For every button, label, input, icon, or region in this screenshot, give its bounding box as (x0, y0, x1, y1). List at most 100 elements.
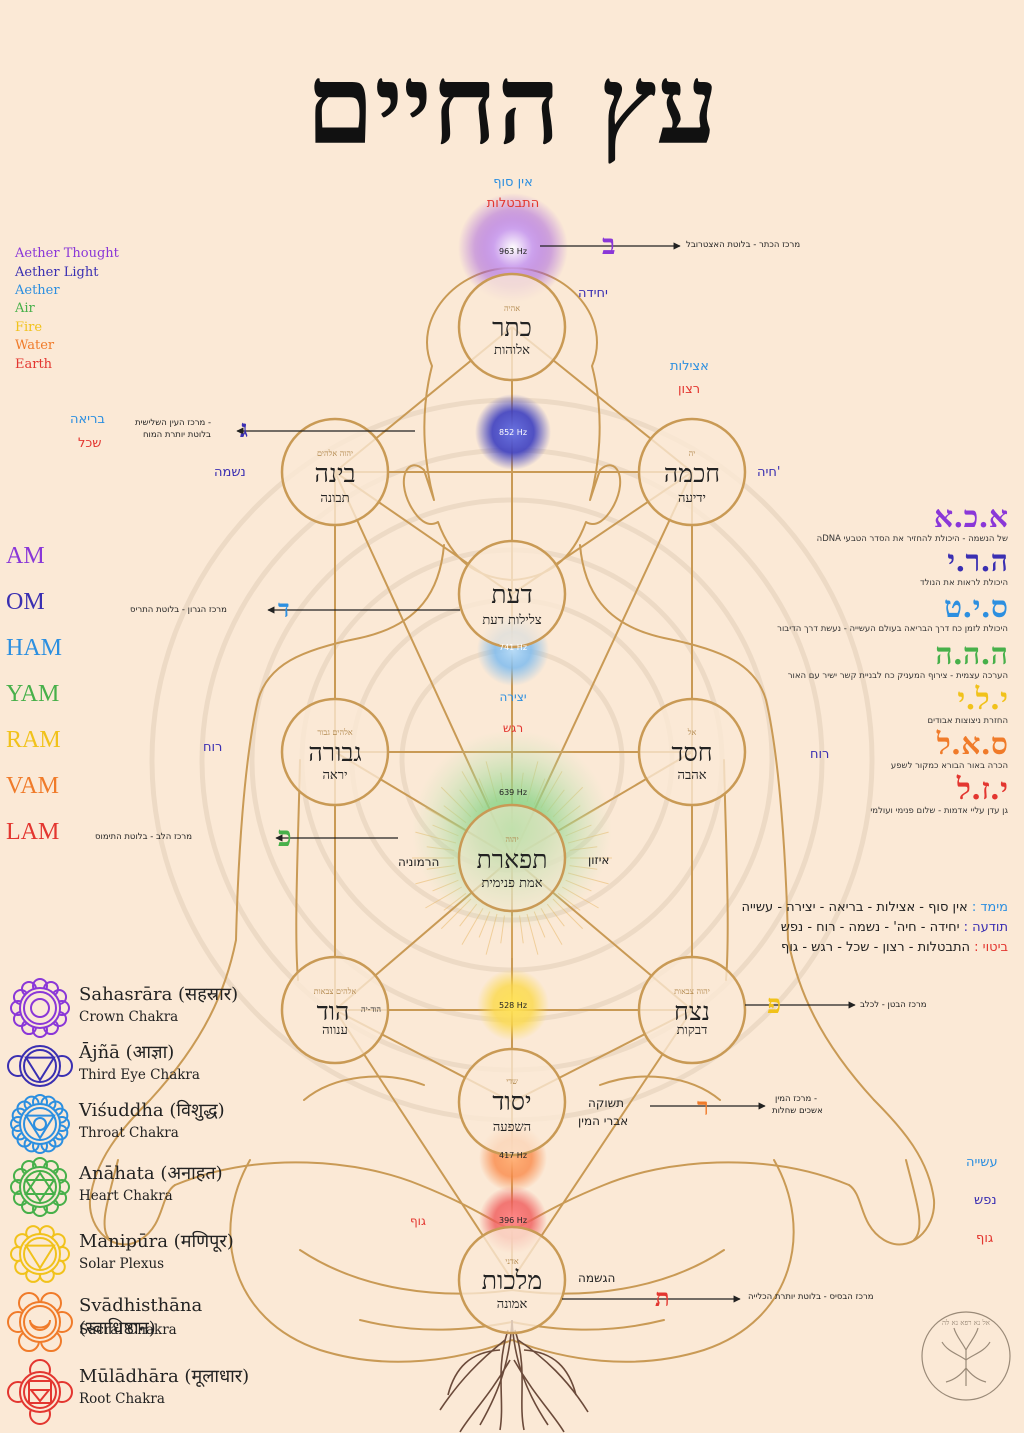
legend-label-expression: ביטוי : (974, 940, 1008, 955)
chesed-sub: אהבה (677, 768, 706, 783)
sexual-letter: ר (697, 1092, 709, 1121)
ruach-right-label: רוח (810, 747, 830, 762)
ratzon-label: רצון (678, 382, 701, 397)
teshuka-label: תשוקה (588, 1096, 625, 1110)
legend-label-dimension: מימד : (971, 900, 1008, 915)
ein-sof-label: אין סוף (493, 175, 533, 190)
chesed-circle (637, 697, 747, 807)
keter-name: כתר (492, 313, 532, 342)
netzach-circle (637, 955, 747, 1065)
mantra-am: AM (6, 543, 45, 569)
chakra-row-solar: Manipūra (मणिपूर) Solar Plexus (8, 1225, 268, 1291)
crown-glow (458, 193, 568, 303)
root-note: מרכז הבסיס - בלוטת יותרת הכלייה (748, 1292, 874, 1302)
legend-label-consciousness: תודעה : (963, 920, 1008, 935)
chakra-row-throat: Viśuddha (विशुद्ध) Throat Chakra (8, 1094, 268, 1160)
freq-963: 963 Hz (499, 247, 527, 256)
heart-note: מרכז הלב - בלוטת התימוס (95, 832, 192, 842)
chesed-name: חסד (671, 738, 712, 767)
legend-line-dimension: מימד : אין סוף - אצילות - בריאה - יצירה … (742, 900, 1008, 915)
harmonia-label: הרמוניה (398, 855, 440, 869)
freq-417: 417 Hz (499, 1151, 527, 1160)
freq-396: 396 Hz (499, 1216, 527, 1225)
element-fire: Fire (15, 320, 43, 335)
netzach-divine: יהוה צבאות (674, 987, 710, 996)
third-eye-note-2: בלוטת יותרת המוח (143, 430, 211, 440)
daat-name: דעת (491, 580, 532, 609)
chakra-row-sacral: Svādhisthāna (स्वाधिष्ठान) Sacral Chakra (8, 1291, 268, 1357)
yesod-name: יסוד (492, 1087, 531, 1116)
chochmah-divine: יה (689, 449, 696, 458)
chakra-name: Mūlādhāra (मूलाधार) (79, 1366, 250, 1387)
yesod-sub: השפעה (493, 1120, 531, 1135)
roots (439, 1319, 589, 1433)
crown-chakra-icon (10, 978, 70, 1038)
tiferet-name: תפארת (477, 845, 548, 874)
navel-note: מרכז הבטן - לכלב (860, 1000, 927, 1010)
legend-line-consciousness: תודעה : יחידה - חיה' - נשמה - רוח - נפש (781, 920, 1008, 935)
name-hhh: ה.ה.ה הערכה עצמית - צירוף המעניק כח לבני… (787, 637, 1008, 682)
chakra-english: Throat Chakra (79, 1125, 179, 1141)
gevurah-name: גבורה (308, 738, 361, 767)
binah-sub: תבונה (320, 491, 349, 506)
chakra-name: Manipūra (मणिपूर) (79, 1231, 234, 1252)
heart-chakra-icon (10, 1157, 70, 1217)
chakra-row-heart: Anāhata (अनाहत) Heart Chakra (8, 1157, 268, 1223)
hod-divine: אלהים צבאות (314, 987, 357, 996)
tiferet-divine: יהוה (505, 835, 518, 844)
yetzira-label: יצירה (499, 690, 527, 704)
third-eye-letter: ג (240, 414, 248, 443)
chakra-name: Ājñā (आज्ञा) (79, 1042, 175, 1063)
chakra-name: Viśuddha (विशुद्ध) (79, 1100, 225, 1121)
binah-circle (280, 417, 390, 527)
yechida-label: יחידה (578, 286, 608, 301)
chakra-english: Crown Chakra (79, 1009, 179, 1025)
element-aether-thought: Aether Thought (15, 246, 119, 261)
name-yzl: י.ז.ל גן עדן עליי אדמות - שלום פנימי ועו… (870, 772, 1008, 817)
gevurah-divine: אלהים גבור (317, 728, 352, 737)
ruach-left-label: רוח (203, 740, 223, 755)
gevurah-sub: יראה (322, 768, 347, 783)
tiferet-circle (457, 803, 567, 913)
third-eye-glow (475, 394, 551, 470)
mantra-yam: YAM (6, 681, 60, 707)
mantra-om: OM (6, 589, 45, 615)
tiferet-sub: אמת פנימית (481, 876, 542, 891)
navel-letter: פ (767, 990, 782, 1020)
beria-label: בריאה (70, 412, 105, 427)
daat-circle (457, 539, 567, 649)
freq-639: 639 Hz (499, 788, 527, 797)
chakra-name: Sahasrāra (सहस्रार) (79, 984, 239, 1005)
third-eye-chakra-icon (7, 1045, 73, 1087)
binah-name: בינה (314, 459, 355, 488)
sechel-label: שכל (78, 436, 102, 451)
atzilut-label: אצילות (670, 359, 709, 374)
chakra-english: Heart Chakra (79, 1188, 173, 1204)
chochmah-circle (637, 417, 747, 527)
chakra-name: Svādhisthāna (स्वाधिष्ठान) (79, 1295, 203, 1339)
throat-letter: ד (278, 594, 290, 623)
daat-sub: צלילות דעת (482, 613, 541, 628)
keter-divine: אהיה (504, 304, 520, 313)
chochmah-sub: ידיעה (678, 491, 706, 506)
ivrei-hamin-label: אברי המין (578, 1114, 629, 1128)
chakra-english: Third Eye Chakra (79, 1067, 200, 1083)
malchut-name: מלכות (482, 1266, 542, 1295)
element-water: Water (15, 338, 55, 353)
malchut-divine: אדני (505, 1257, 519, 1266)
chochmah-name: חכמה (664, 459, 720, 488)
asiya-label: עשייה (966, 1155, 998, 1170)
crown-note: מרכז הכתר - בלוטת האצטרובל (686, 240, 801, 250)
element-air: Air (15, 301, 35, 316)
hod-circle (280, 955, 390, 1065)
freq-528: 528 Hz (499, 1001, 527, 1010)
chesed-divine: אל (687, 728, 697, 737)
yesod-divine: שדי (506, 1077, 518, 1086)
root-letter: ת (655, 1283, 670, 1312)
nefesh-label: נפש (974, 1193, 997, 1208)
root-chakra-icon (7, 1359, 73, 1425)
binah-divine: יהוה אלהים (317, 449, 353, 458)
name-aka: א.כ.א הDNA של הנשמה - היכולת להחזיר את ה… (816, 500, 1008, 545)
legend-text-dimension: אין סוף - אצילות - בריאה - יצירה - עשייה (741, 900, 968, 915)
